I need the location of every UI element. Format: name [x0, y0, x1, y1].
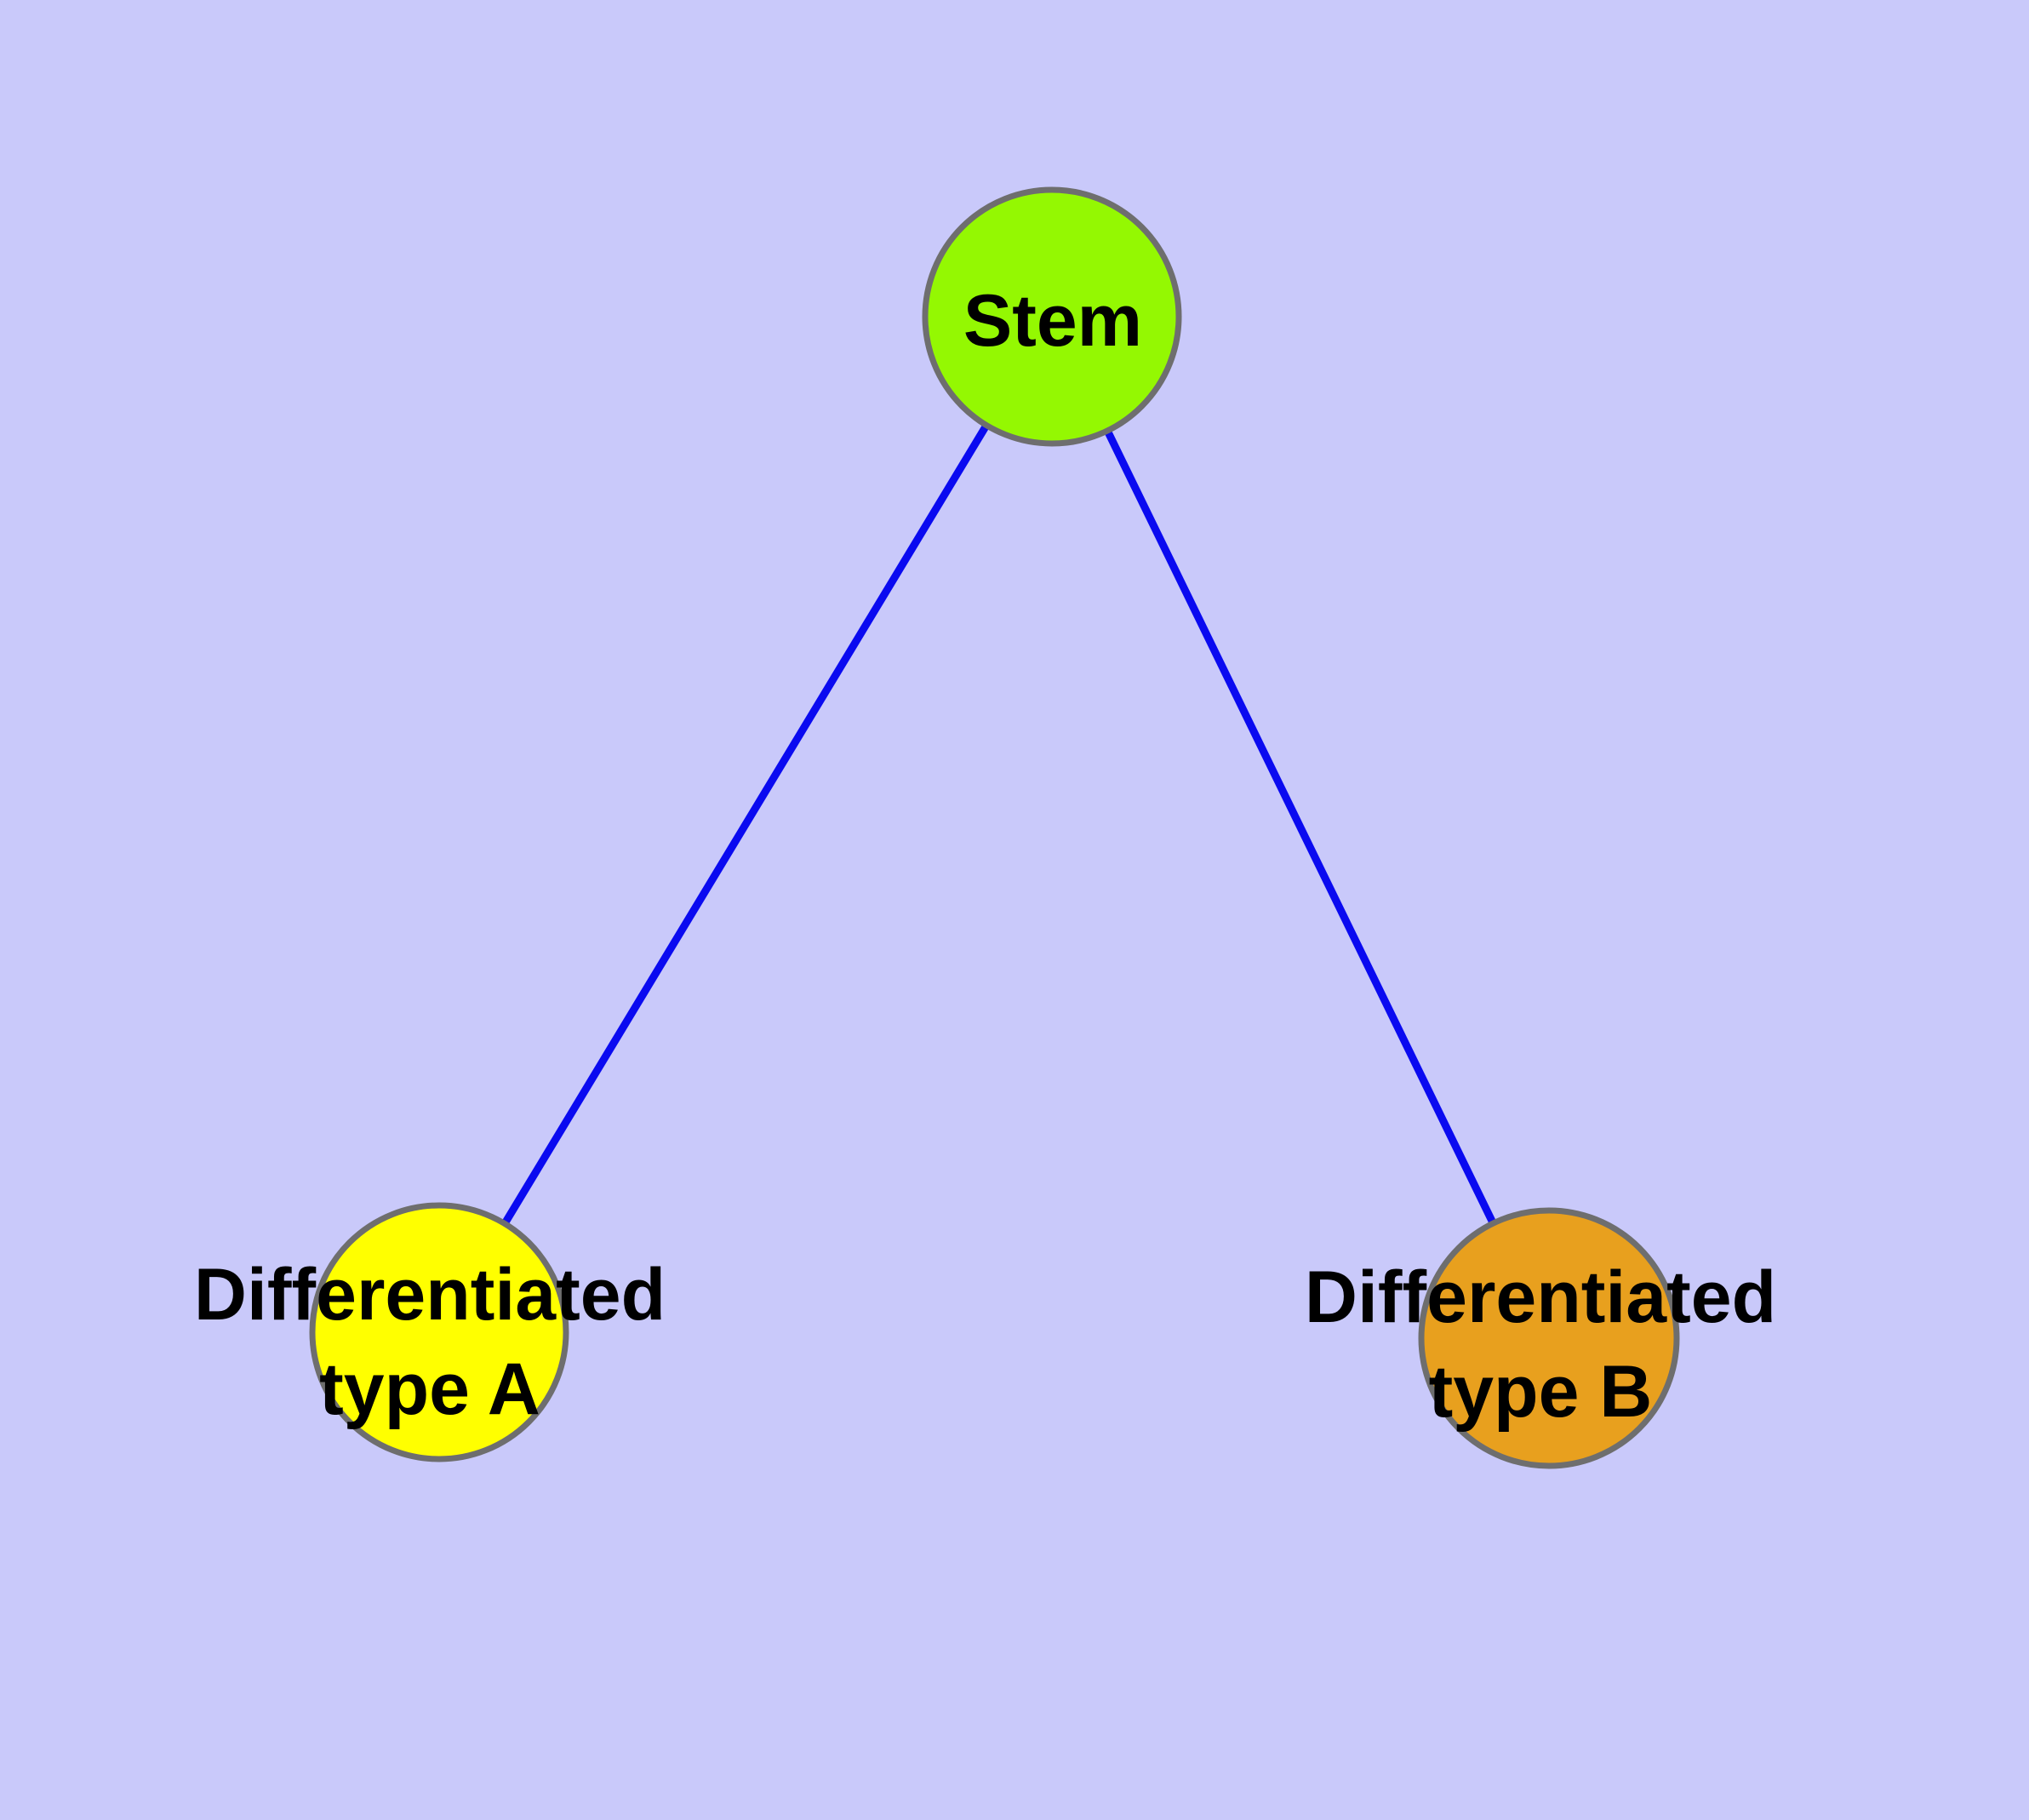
node-type-a-label-line2: type A	[319, 1348, 540, 1430]
node-type-a-label-line1: Differentiated	[194, 1254, 666, 1336]
node-type-b-circle	[1418, 1207, 1680, 1469]
node-type-a-circle	[309, 1202, 569, 1462]
node-stem-label: Stem	[963, 280, 1142, 362]
edge-stem-to-type-a	[436, 314, 1055, 1335]
node-type-b-label-line1: Differentiated	[1305, 1256, 1776, 1338]
node-stem-circle	[922, 186, 1182, 447]
node-type-b-label-line2: type B	[1429, 1351, 1653, 1433]
edge-stem-to-type-b	[1048, 315, 1553, 1340]
